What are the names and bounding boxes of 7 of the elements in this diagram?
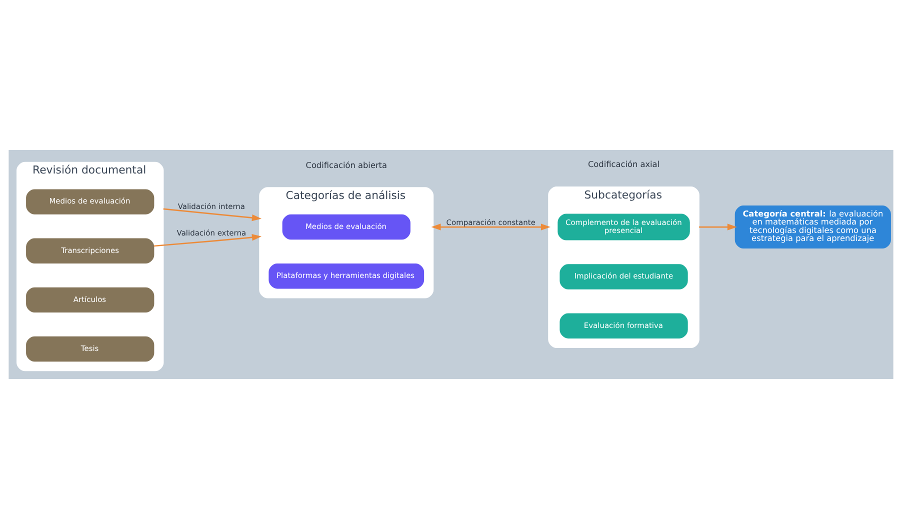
- arrow: [699, 224, 737, 230]
- node-box: Categoría central: la evaluación en matemáticas mediada por tecnologías digitales como una estrategia para el aprendizaje: [734, 206, 891, 248]
- label: Codificación axial: [588, 159, 660, 170]
- arrow: [431, 224, 551, 230]
- arrow: [154, 234, 262, 247]
- arrow: [163, 208, 262, 222]
- label: Codificación abierta: [306, 160, 388, 170]
